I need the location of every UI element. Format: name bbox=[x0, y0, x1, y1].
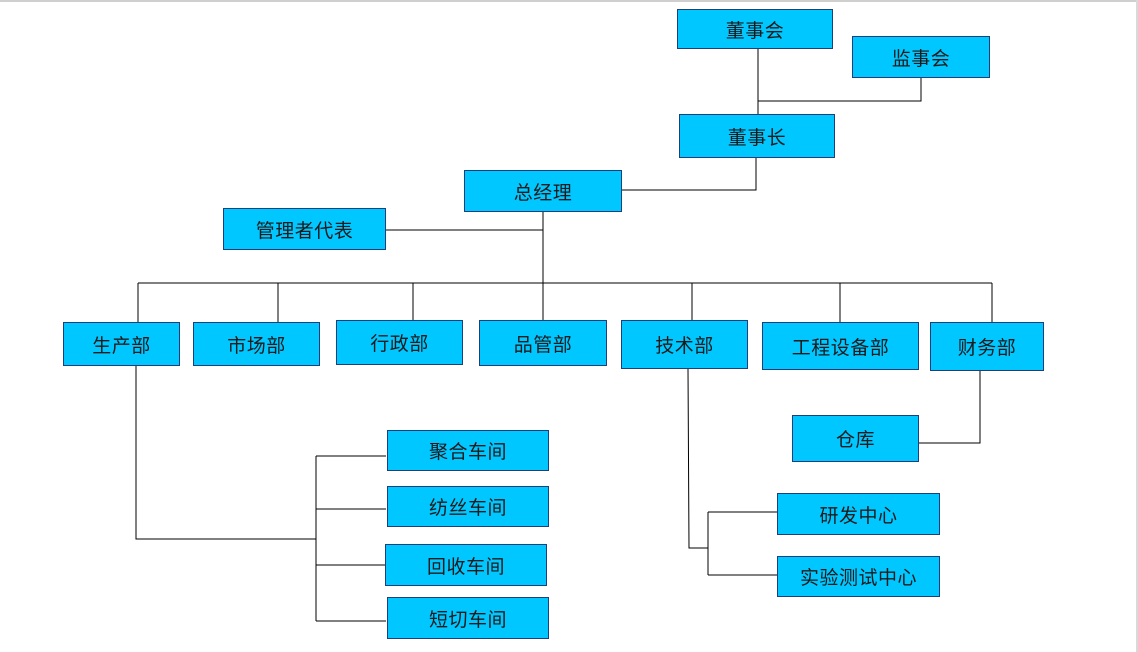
node-chairman[interactable]: 董事长 bbox=[679, 114, 835, 158]
node-marketing[interactable]: 市场部 bbox=[193, 322, 320, 366]
connector-supervisors-chairman bbox=[758, 78, 922, 102]
node-board-of-directors[interactable]: 董事会 bbox=[677, 9, 833, 49]
node-board-of-supervisors[interactable]: 监事会 bbox=[852, 36, 990, 78]
node-management-representative[interactable]: 管理者代表 bbox=[223, 208, 386, 250]
node-administration[interactable]: 行政部 bbox=[336, 320, 463, 365]
node-finance[interactable]: 财务部 bbox=[930, 322, 1044, 371]
node-lab-testing-center[interactable]: 实验测试中心 bbox=[777, 556, 940, 597]
page-frame-right bbox=[1136, 0, 1138, 652]
node-rd-center[interactable]: 研发中心 bbox=[777, 493, 940, 535]
connector-chairman-gm bbox=[622, 158, 757, 191]
node-workshop-spinning[interactable]: 纺丝车间 bbox=[387, 486, 549, 527]
connector-technical-centers bbox=[687, 368, 708, 549]
node-warehouse[interactable]: 仓库 bbox=[792, 415, 919, 462]
node-general-manager[interactable]: 总经理 bbox=[464, 170, 622, 212]
node-engineering-equipment[interactable]: 工程设备部 bbox=[762, 322, 919, 370]
node-workshop-staple-cutting[interactable]: 短切车间 bbox=[387, 597, 549, 639]
node-workshop-recycling[interactable]: 回收车间 bbox=[385, 544, 547, 586]
node-production[interactable]: 生产部 bbox=[63, 322, 180, 366]
connector-finance-warehouse bbox=[919, 371, 981, 444]
connector-production-workshops bbox=[135, 366, 316, 540]
page-frame-top bbox=[0, 0, 1138, 2]
node-workshop-polymerization[interactable]: 聚合车间 bbox=[387, 430, 549, 471]
node-quality-control[interactable]: 品管部 bbox=[479, 320, 607, 366]
node-technical[interactable]: 技术部 bbox=[621, 320, 748, 369]
